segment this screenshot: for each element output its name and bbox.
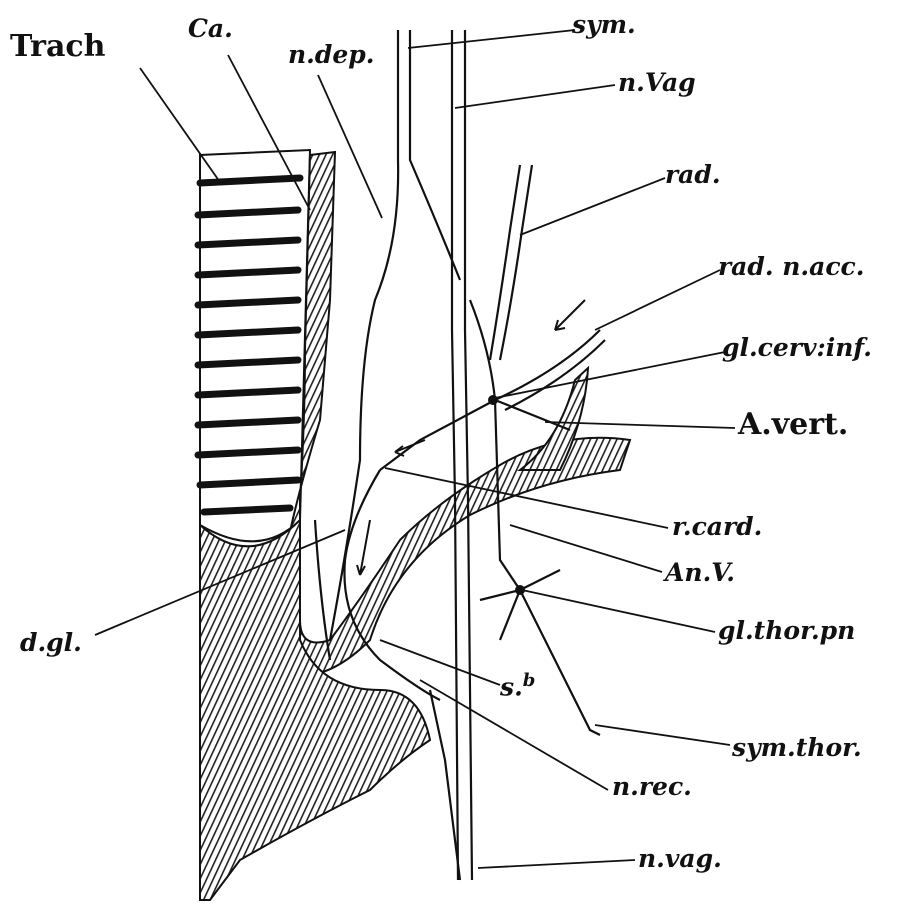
- label-n-rec: n.rec.: [612, 774, 692, 799]
- label-trachea: Trach: [10, 32, 105, 62]
- label-s-b: s.b: [500, 672, 535, 699]
- label-gl-thor-pn: gl.thor.pn: [718, 618, 855, 643]
- label-sym: sym.: [572, 12, 636, 37]
- label-d-gl: d.gl.: [20, 630, 82, 655]
- label-n-vag-bottom: n.vag.: [638, 846, 722, 871]
- label-r-card: r.card.: [672, 514, 762, 539]
- label-rad-n-acc: rad. n.acc.: [718, 254, 864, 279]
- trachea: [198, 150, 310, 541]
- label-an-v: An.V.: [665, 560, 735, 585]
- label-s-b-main: s.: [500, 672, 523, 701]
- label-n-dep: n.dep.: [288, 42, 374, 67]
- label-sym-thor: sym.thor.: [732, 735, 862, 760]
- label-carotid: Ca.: [188, 16, 233, 41]
- label-a-vert: A.vert.: [738, 410, 848, 440]
- label-rad: rad.: [665, 162, 721, 187]
- label-s-b-superscript: b: [523, 670, 536, 691]
- label-n-vag-top: n.Vag: [618, 70, 696, 95]
- label-gl-cerv-inf: gl.cerv:inf.: [722, 335, 872, 360]
